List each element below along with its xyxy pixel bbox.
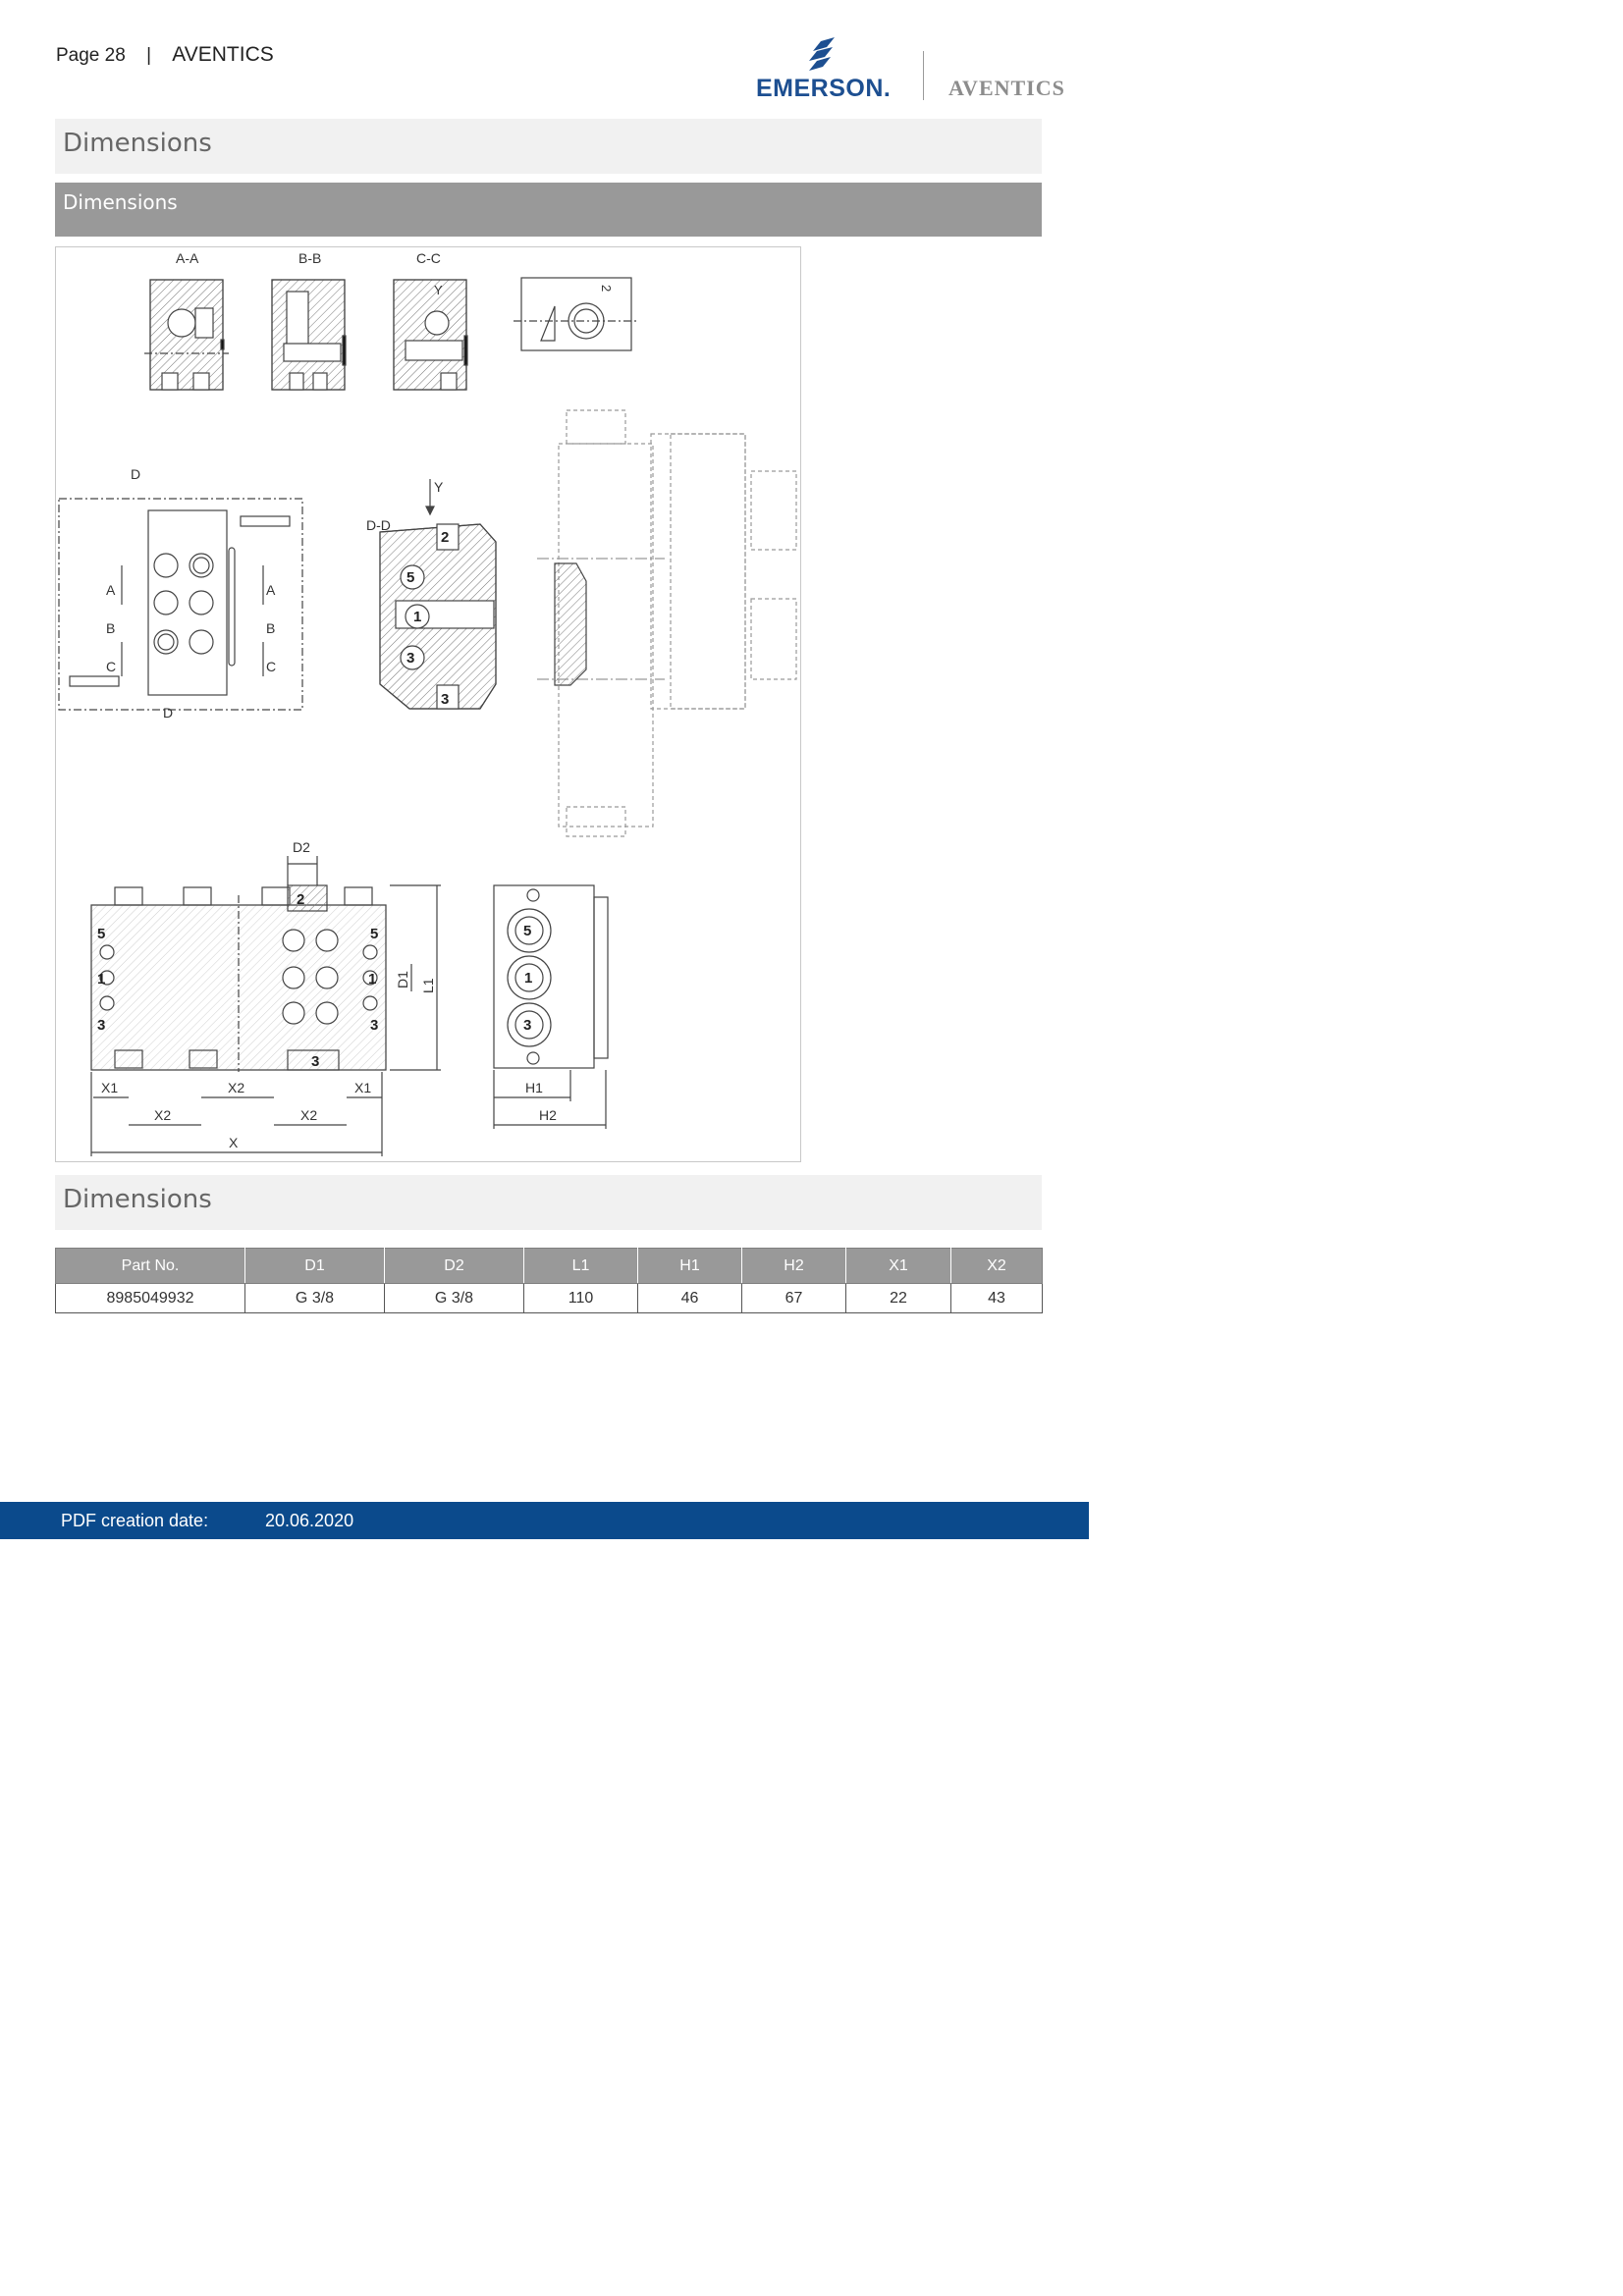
footer-bar: PDF creation date: 20.06.2020 [0,1502,1089,1539]
header-x1: X1 [845,1248,951,1284]
cell-d1: G 3/8 [244,1283,385,1313]
label-section-bb: B-B [298,250,321,266]
label-section-cc: C-C [416,250,441,266]
label-dim-d1: D1 [395,971,410,988]
header-part-no: Part No. [55,1248,245,1284]
label-port-2-dd: 2 [441,529,449,546]
label-dim-x2-left: X2 [154,1107,171,1123]
header-l1: L1 [523,1248,638,1284]
section-view-cc: Y [393,279,468,391]
label-port-5-front-left: 5 [97,926,105,942]
label-port-3-front-bottom: 3 [311,1053,319,1070]
label-section-dd: D-D [366,517,391,533]
header-h1: H1 [637,1248,742,1284]
table-header-row: Part No. D1 D2 L1 H1 H2 X1 X2 [55,1248,1043,1284]
cell-h1: 46 [637,1283,742,1313]
label-section-aa: A-A [176,250,199,266]
section-view-bb [271,279,347,391]
label-dim-x: X [229,1135,239,1150]
label-y-dd: Y [434,479,444,495]
label-cut-a-left: A [106,582,116,598]
section-view-aa [144,279,229,391]
side-view-small: 2 [514,277,639,351]
section-title-main: Dimensions [55,119,1042,174]
label-port-3b-dd: 3 [441,691,449,708]
header-h2: H2 [741,1248,846,1284]
header-d2: D2 [384,1248,524,1284]
technical-drawing: A-A B-B C-C [55,246,801,1162]
label-dim-d2: D2 [293,839,310,855]
label-dim-h1: H1 [525,1080,543,1095]
technical-drawing-svg: A-A B-B C-C [58,250,797,1156]
label-cut-c-right: C [266,659,276,674]
label-port-1-dd: 1 [413,609,421,625]
header-brand: AVENTICS [172,43,274,66]
drawing-title-bar: Dimensions [55,183,1042,237]
section-view-dd: D-D Y 5 1 3 2 3 [366,479,497,710]
label-port-2-small: 2 [599,285,614,292]
front-view-assembly: 2 5 1 3 5 1 3 3 L1 D1 D2 X1 [90,839,441,1156]
page-label: Page [56,45,100,66]
footer-date: 20.06.2020 [265,1511,354,1530]
label-cut-b-right: B [266,620,275,636]
aventics-logo: AVENTICS [948,76,1065,100]
label-cut-d-top: D [131,466,140,482]
header-separator: | [146,45,152,66]
cell-x1: 22 [845,1283,951,1313]
plan-view-base: D A B C A B C D [58,466,303,721]
label-port-1-front-left: 1 [97,971,105,988]
label-port-5-front-right: 5 [370,926,378,942]
label-dim-l1: L1 [420,978,436,993]
label-port-3-side: 3 [523,1017,531,1034]
label-port-5-side: 5 [523,923,531,939]
label-y-cc: Y [434,283,443,297]
label-cut-d-bottom: D [163,705,173,721]
cell-l1: 110 [523,1283,638,1313]
footer-label: PDF creation date: [61,1511,209,1530]
cell-h2: 67 [741,1283,846,1313]
section-title-main-text: Dimensions [63,129,212,158]
table-row: 8985049932 G 3/8 G 3/8 110 46 67 22 43 [55,1283,1043,1313]
label-cut-a-right: A [266,582,276,598]
emerson-wordmark: EMERSON. [756,75,892,102]
label-port-3-front-left: 3 [97,1017,105,1034]
header-d1: D1 [244,1248,385,1284]
page-header: Page 28 | AVENTICS [56,43,274,67]
label-port-3-dd: 3 [406,650,414,667]
cell-part-no: 8985049932 [55,1283,245,1313]
section-title-table: Dimensions [55,1175,1042,1230]
label-cut-b-left: B [106,620,115,636]
label-dim-x1-left: X1 [101,1080,118,1095]
label-port-1-side: 1 [524,970,532,987]
emerson-logo: EMERSON. [756,35,899,104]
dimensions-table: Part No. D1 D2 L1 H1 H2 X1 X2 8985049932… [55,1248,1043,1313]
label-dim-x2-top: X2 [228,1080,244,1095]
cell-x2: 43 [950,1283,1043,1313]
header-x2: X2 [950,1248,1043,1284]
label-port-1-front-right: 1 [368,971,376,988]
drawing-title-text: Dimensions [63,190,178,214]
emerson-logo-mark-icon [809,37,835,71]
label-cut-c-left: C [106,659,116,674]
label-port-3-front-right: 3 [370,1017,378,1034]
section-title-table-text: Dimensions [63,1185,212,1214]
label-dim-x2-right: X2 [300,1107,317,1123]
logo-divider [923,51,924,100]
phantom-hatched-part [554,562,587,686]
label-dim-x1-right: X1 [354,1080,371,1095]
label-dim-h2: H2 [539,1107,557,1123]
label-port-5-dd: 5 [406,569,414,586]
side-view-valve: 5 1 3 H1 H2 [493,884,609,1129]
page-number: 28 [104,45,126,66]
label-port-2-front: 2 [297,891,304,908]
cell-d2: G 3/8 [384,1283,524,1313]
